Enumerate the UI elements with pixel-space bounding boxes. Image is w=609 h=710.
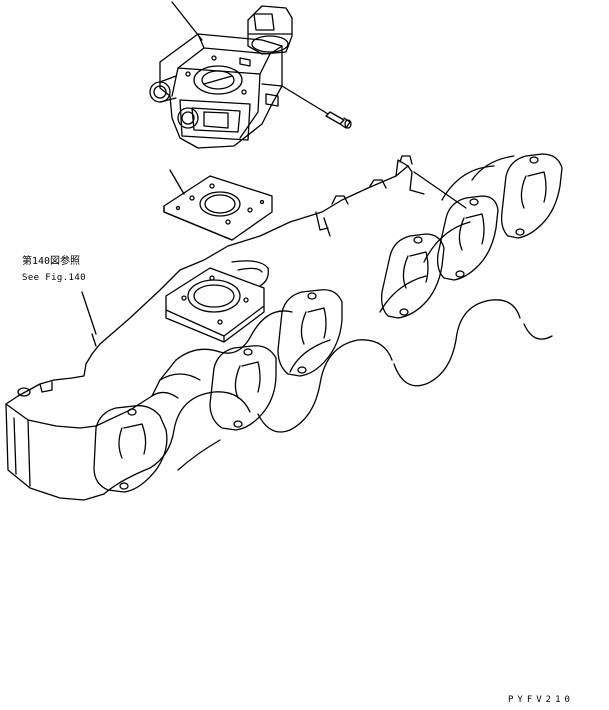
runner-flange-4 xyxy=(382,234,444,318)
runner-flange-3 xyxy=(278,290,342,376)
drawing-code: PYFV210 xyxy=(508,695,574,705)
reference-label-english: See Fig.140 xyxy=(22,273,87,283)
gasket xyxy=(164,170,272,240)
reference-label-japanese: 第140図参照 xyxy=(22,256,81,267)
runner-flange-5 xyxy=(438,196,498,280)
throttle-bore xyxy=(194,66,242,94)
leader-line-throttle xyxy=(172,2,202,40)
runner-flange-1 xyxy=(94,406,167,492)
runner-flange-2 xyxy=(210,346,276,430)
leader-line-gasket xyxy=(170,170,184,194)
sensor-connector xyxy=(248,6,292,54)
bolt xyxy=(282,86,351,128)
runner-flange-6 xyxy=(502,154,562,238)
intake-manifold xyxy=(6,154,562,500)
throttle-body-assembly xyxy=(150,2,292,148)
